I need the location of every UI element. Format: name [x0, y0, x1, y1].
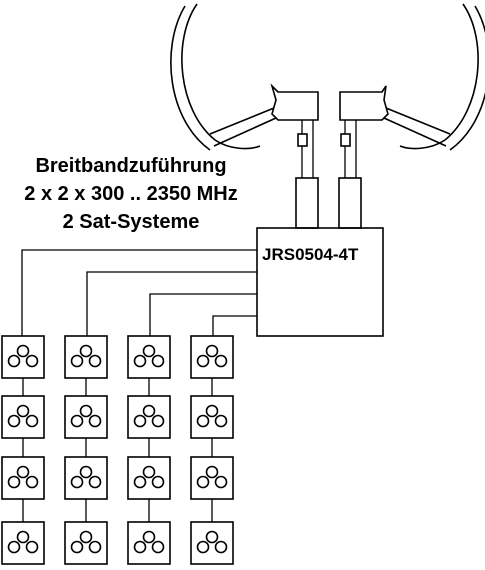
wall-socket [127, 456, 171, 500]
wall-socket [1, 335, 45, 379]
wall-socket [190, 521, 234, 565]
multiswitch: JRS0504-4T [256, 227, 384, 337]
wall-socket-grid [1, 335, 234, 565]
wall-socket [127, 521, 171, 565]
satellite-dish-left [170, 3, 277, 151]
lnb-left [270, 83, 319, 121]
multiswitch-label: JRS0504-4T [262, 245, 359, 264]
wall-socket [127, 395, 171, 439]
satellite-dish-right [383, 3, 485, 151]
wall-socket [1, 395, 45, 439]
caption-line-1: Breitbandzuführung [35, 155, 227, 177]
wall-socket [64, 335, 108, 379]
trunk-lines [21, 249, 257, 336]
caption-line-2: 2 x 2 x 300 .. 2350 MHz [24, 183, 238, 205]
wall-socket [190, 456, 234, 500]
wall-socket [64, 395, 108, 439]
wall-socket [1, 456, 45, 500]
wall-socket [190, 335, 234, 379]
wall-socket [64, 456, 108, 500]
feed-caption: Breitbandzuführung 2 x 2 x 300 .. 2350 M… [0, 152, 262, 236]
wall-socket [127, 335, 171, 379]
wall-socket [1, 521, 45, 565]
lnb-right [339, 85, 389, 121]
caption-line-3: 2 Sat-Systeme [62, 211, 200, 233]
lnb-cables [295, 120, 362, 229]
wall-socket [64, 521, 108, 565]
wall-socket [190, 395, 234, 439]
